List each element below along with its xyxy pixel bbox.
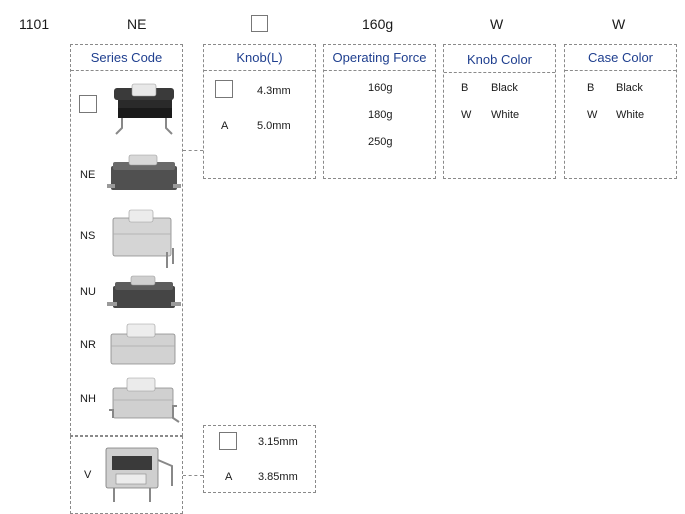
switch-image-black-top — [114, 83, 174, 135]
force-option-1: 180g — [368, 109, 393, 121]
knob-v-option-blank-checkbox — [219, 432, 237, 450]
series-code-ne: NE — [80, 169, 96, 181]
switch-image-ns — [112, 209, 174, 268]
knob-color-box: Knob Color — [443, 44, 556, 179]
case-color-box: Case Color — [564, 44, 677, 179]
knob-length-title: Knob(L) — [236, 50, 283, 65]
knob-color-header: W — [490, 16, 504, 32]
knob-color-label-1: White — [491, 109, 520, 121]
force-option-0: 160g — [368, 82, 393, 94]
knob-header-blank — [251, 15, 268, 32]
knob-v-option-code-1: A — [225, 471, 233, 483]
switch-image-nh — [109, 377, 180, 423]
series-code-v: V — [84, 469, 92, 481]
force-header: 160g — [362, 16, 394, 32]
connector-v-knob — [183, 475, 203, 476]
knob-color-title: Knob Color — [466, 52, 533, 67]
knob-color-code-0: B — [461, 82, 469, 94]
knob-v-option-value-0: 3.15mm — [258, 436, 298, 448]
series-code-title: Series Code — [90, 50, 163, 65]
series-header: NE — [127, 16, 147, 32]
case-color-code-1: W — [587, 109, 598, 121]
case-color-label-1: White — [616, 109, 645, 121]
case-color-code-0: B — [587, 82, 595, 94]
knob-length-box: Knob(L) — [203, 44, 316, 179]
operating-force-box: Operating Force — [323, 44, 436, 179]
knob-option-value-0: 4.3mm — [257, 85, 291, 97]
series-code-box: Series Code — [70, 44, 183, 436]
switch-image-ne — [107, 154, 181, 190]
case-color-header: W — [612, 16, 626, 32]
case-color-title: Case Color — [587, 50, 654, 65]
series-blank-checkbox — [79, 95, 97, 113]
switch-image-nu — [107, 275, 181, 308]
knob-v-option-value-1: 3.85mm — [258, 471, 298, 483]
knob-color-code-1: W — [461, 109, 472, 121]
knob-option-blank-checkbox — [215, 80, 233, 98]
series-code-nh: NH — [80, 393, 96, 405]
knob-length-v-box — [203, 425, 316, 493]
series-code-ns: NS — [80, 230, 96, 242]
knob-option-value-1: 5.0mm — [257, 120, 291, 132]
switch-image-v — [105, 447, 173, 502]
series-code-nr: NR — [80, 339, 96, 351]
operating-force-title: Operating Force — [332, 50, 427, 65]
part-number: 1101 — [19, 16, 50, 32]
switch-image-nr — [110, 323, 176, 365]
series-code-nu: NU — [80, 286, 96, 298]
case-color-label-0: Black — [616, 82, 643, 94]
force-option-2: 250g — [368, 136, 393, 148]
knob-color-label-0: Black — [491, 82, 518, 94]
knob-option-code-1: A — [221, 120, 229, 132]
connector-series-knob — [183, 150, 203, 151]
